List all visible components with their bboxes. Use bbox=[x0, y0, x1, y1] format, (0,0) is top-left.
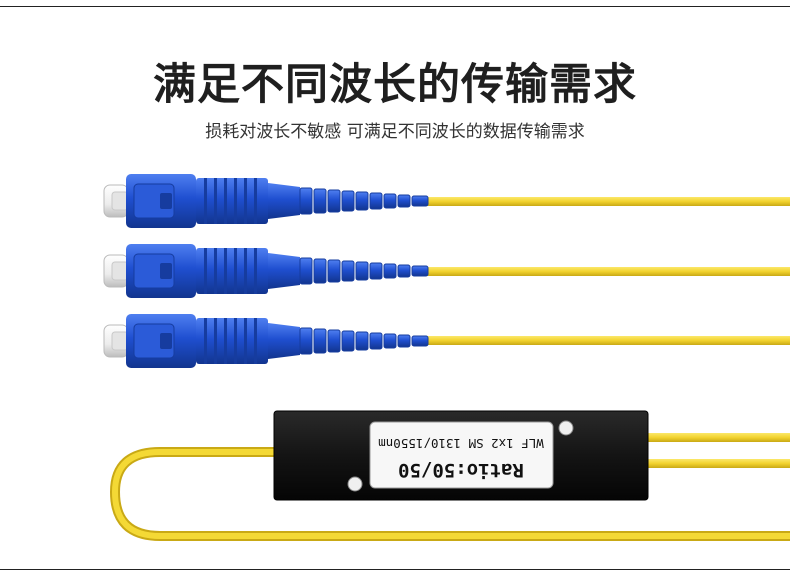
fiber-cables bbox=[109, 197, 790, 541]
splitter-ratio-text: Ratio:50/50 bbox=[398, 459, 524, 481]
top-divider bbox=[0, 6, 790, 7]
sc-connector-icon bbox=[103, 313, 429, 369]
bottom-divider bbox=[0, 569, 790, 570]
plc-splitter-box-icon: Ratio:50/50 WLF 1x2 SM 1310/1550nm bbox=[273, 410, 649, 501]
sc-connector-icon bbox=[103, 243, 429, 299]
splitter-label-sticker bbox=[369, 421, 554, 489]
splitter-spec-text: WLF 1x2 SM 1310/1550nm bbox=[378, 436, 544, 451]
sc-connector-icon bbox=[103, 173, 429, 229]
page-title: 满足不同波长的传输需求 bbox=[153, 60, 637, 110]
page-subtitle: 损耗对波长不敏感 可满足不同波长的数据传输需求 bbox=[205, 122, 585, 142]
